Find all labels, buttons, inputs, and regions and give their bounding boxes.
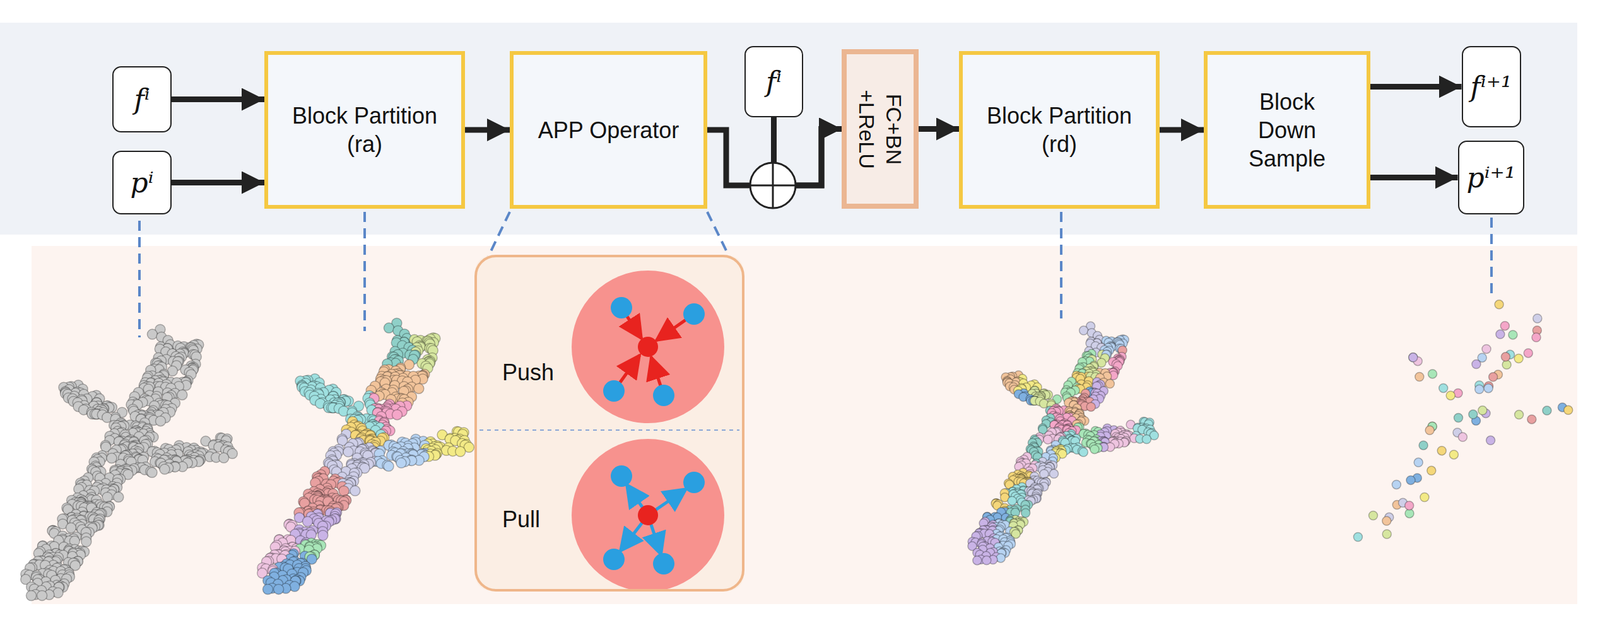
layer-box: FC+BN +LReLU [841, 49, 919, 209]
node-label: Block Partition (rd) [967, 101, 1151, 159]
output-box: pⁱ⁺¹ [1458, 140, 1525, 215]
node-label: Pull [502, 505, 541, 534]
operator-panel: PushPull [474, 254, 745, 592]
process-box: APP Operator [509, 51, 708, 209]
leader-lines [139, 211, 1492, 338]
flow-arrow [918, 126, 959, 132]
flow-arrow [1370, 174, 1459, 181]
divider [479, 429, 740, 431]
flow-arrow [464, 127, 510, 134]
node-label: FC+BN +LReLU [853, 82, 908, 177]
node-label: fⁱ [765, 64, 782, 100]
node-label: fⁱ [133, 82, 150, 117]
push-pull-figure [571, 270, 725, 592]
process-box: Block Partition (rd) [958, 51, 1160, 209]
input-box: fⁱ [112, 66, 172, 133]
input-box: pⁱ [112, 150, 172, 215]
output-box: fⁱ⁺¹ [1461, 46, 1522, 128]
node-label: Block Down Sample [1233, 87, 1341, 173]
node-label: pⁱ [129, 165, 154, 200]
panel-fill [474, 254, 745, 592]
input-box: fⁱ [744, 46, 804, 118]
flow-arrow [171, 96, 265, 103]
node-label: APP Operator [536, 116, 682, 145]
process-box: Block Down Sample [1203, 51, 1371, 209]
node-label: pⁱ⁺¹ [1466, 160, 1517, 195]
node-label: Push [502, 358, 554, 387]
node-label: fⁱ⁺¹ [1470, 69, 1513, 105]
process-box: Block Partition (ra) [264, 51, 465, 209]
flow-arrow [1159, 127, 1204, 134]
flow-arrow [171, 179, 265, 186]
point-clouds [20, 300, 1573, 602]
bottom-band [31, 246, 1578, 605]
node-label: Block Partition (ra) [273, 101, 457, 159]
flow-arrow [1370, 83, 1462, 90]
top-band [0, 22, 1578, 235]
